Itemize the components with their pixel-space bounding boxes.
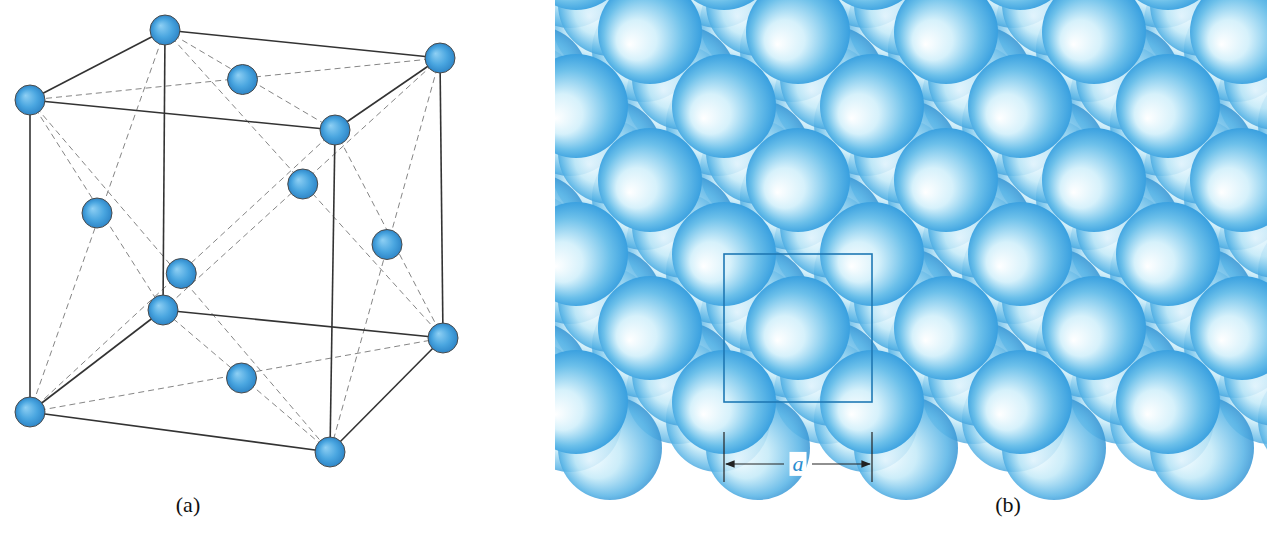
atom (315, 437, 345, 467)
face-diagonal (165, 30, 443, 338)
cube-edge (330, 130, 335, 452)
face-diagonal (163, 310, 330, 452)
atom (15, 85, 45, 115)
atom (150, 15, 180, 45)
sphere-packing (555, 0, 1267, 500)
sphere (968, 54, 1072, 158)
panel-label: (a) (176, 493, 200, 517)
atom (320, 115, 350, 145)
sphere (1042, 276, 1146, 380)
sphere (1116, 202, 1220, 306)
sphere (968, 350, 1072, 454)
cube-edge (29, 100, 31, 412)
cube-edge (440, 58, 443, 338)
atom (227, 363, 257, 393)
atom (288, 169, 318, 199)
face-diagonal (30, 30, 165, 412)
sphere (1116, 350, 1220, 454)
dimension-line (724, 432, 872, 482)
cube-edge (30, 310, 163, 412)
cube-edge (30, 100, 335, 130)
sphere (672, 54, 776, 158)
cube-edge (163, 30, 165, 310)
face-diagonal (335, 130, 443, 338)
sphere (598, 128, 702, 232)
sphere (968, 202, 1072, 306)
sphere (1042, 128, 1146, 232)
sphere (894, 276, 998, 380)
atom (228, 65, 258, 95)
atom (428, 323, 458, 353)
sphere-layer (555, 0, 1267, 500)
dimension-label: a (790, 452, 807, 476)
cube-edge (335, 58, 440, 130)
atom (425, 43, 455, 73)
sphere (820, 54, 924, 158)
atom (372, 230, 402, 260)
cube-edge (165, 30, 440, 58)
face-diagonal (330, 58, 440, 452)
sphere (746, 128, 850, 232)
sphere (598, 276, 702, 380)
atom (166, 259, 196, 289)
cube-edge (30, 412, 330, 452)
face-diagonal (30, 58, 440, 100)
unit-cell-square (724, 254, 872, 402)
sphere (894, 128, 998, 232)
sphere (555, 350, 628, 454)
face-diagonal (163, 58, 440, 310)
sphere (1116, 54, 1220, 158)
atom (82, 198, 112, 228)
unit-cell (15, 15, 458, 467)
sphere (746, 276, 850, 380)
panel-label: (b) (995, 493, 1021, 517)
atom (148, 295, 178, 325)
face-diagonal (30, 100, 330, 452)
sphere-layer (555, 0, 1267, 472)
cube-edge (30, 30, 165, 100)
face-diagonal (30, 100, 163, 310)
cube-edge (163, 310, 443, 338)
cube-edge (330, 338, 443, 452)
sphere-layer (555, 0, 1267, 454)
atom (15, 397, 45, 427)
